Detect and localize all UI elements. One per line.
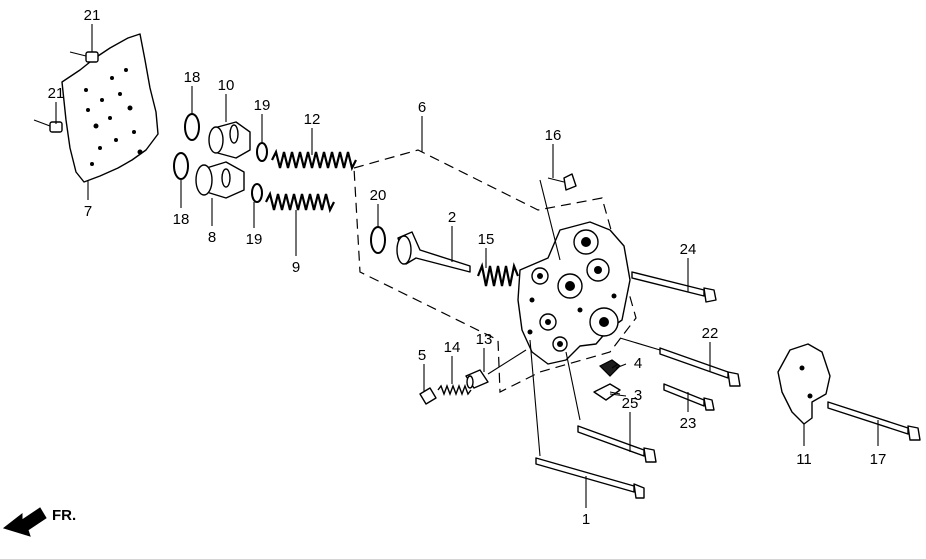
- callout-2: 2: [448, 209, 456, 226]
- callout-19-lower: 19: [246, 231, 263, 248]
- assembly-boundary: [353, 149, 637, 393]
- o-ring-19-lower: [251, 183, 263, 203]
- callout-21-upper: 21: [84, 7, 101, 24]
- spring-14: [437, 384, 472, 396]
- callout-20: 20: [370, 187, 387, 204]
- spring-9: [265, 190, 335, 214]
- regulator-valve: [396, 231, 471, 273]
- callout-17: 17: [870, 451, 887, 468]
- o-ring-19-upper: [256, 142, 268, 162]
- dowel-pin-upper: [69, 51, 99, 63]
- callout-6: 6: [418, 99, 426, 116]
- callout-5: 5: [418, 347, 426, 364]
- plug-13: [465, 349, 527, 389]
- callout-25: 25: [622, 395, 639, 412]
- pin-5: [419, 387, 437, 405]
- o-ring-18-lower: [173, 152, 189, 180]
- callout-15: 15: [478, 231, 495, 248]
- o-ring-20: [370, 226, 386, 254]
- accumulator-piston-10: [208, 121, 251, 159]
- bolt-24: [631, 271, 717, 303]
- callout-9: 9: [292, 259, 300, 276]
- o-ring-18-upper: [184, 113, 200, 141]
- callout-3: 3: [634, 387, 642, 404]
- callout-24: 24: [680, 241, 697, 258]
- accumulator-piston-8: [195, 161, 245, 199]
- callout-19-upper: 19: [254, 97, 271, 114]
- separator-plate: [61, 33, 159, 183]
- bolt-23: [663, 383, 715, 411]
- spring-15: [476, 262, 520, 287]
- callout-18-lower: 18: [173, 211, 190, 228]
- callout-8: 8: [208, 229, 216, 246]
- front-direction-arrow: FR.: [2, 507, 76, 537]
- callout-1: 1: [582, 511, 590, 528]
- callout-12: 12: [304, 111, 321, 128]
- bracket-11: [777, 343, 831, 425]
- callout-4: 4: [634, 355, 642, 372]
- leader-lines: [55, 24, 879, 508]
- callout-13: 13: [476, 331, 493, 348]
- bolt-25: [565, 351, 657, 463]
- callout-11: 11: [796, 451, 812, 468]
- callout-14: 14: [444, 339, 461, 356]
- callout-22: 22: [702, 325, 719, 342]
- callout-10: 10: [218, 77, 235, 94]
- direction-label: FR.: [52, 507, 76, 524]
- arrow-icon: [2, 507, 47, 537]
- callout-23: 23: [680, 415, 697, 432]
- callout-16: 16: [545, 127, 562, 144]
- callout-7: 7: [84, 203, 92, 220]
- plate-3: [593, 383, 621, 401]
- bolt-17: [827, 401, 921, 441]
- bolt-22: [619, 337, 741, 387]
- bolt-16: [539, 173, 577, 261]
- dowel-pin-lower: [33, 119, 63, 133]
- bolt-1: [529, 339, 645, 499]
- callout-labels: 1 2 3 4 5 6 7 8 9 10 11 12 13 14 15 16 1…: [48, 7, 887, 528]
- valve-body: [517, 221, 631, 365]
- spring-12: [271, 148, 357, 172]
- callout-21-lower: 21: [48, 85, 65, 102]
- callout-18-upper: 18: [184, 69, 201, 86]
